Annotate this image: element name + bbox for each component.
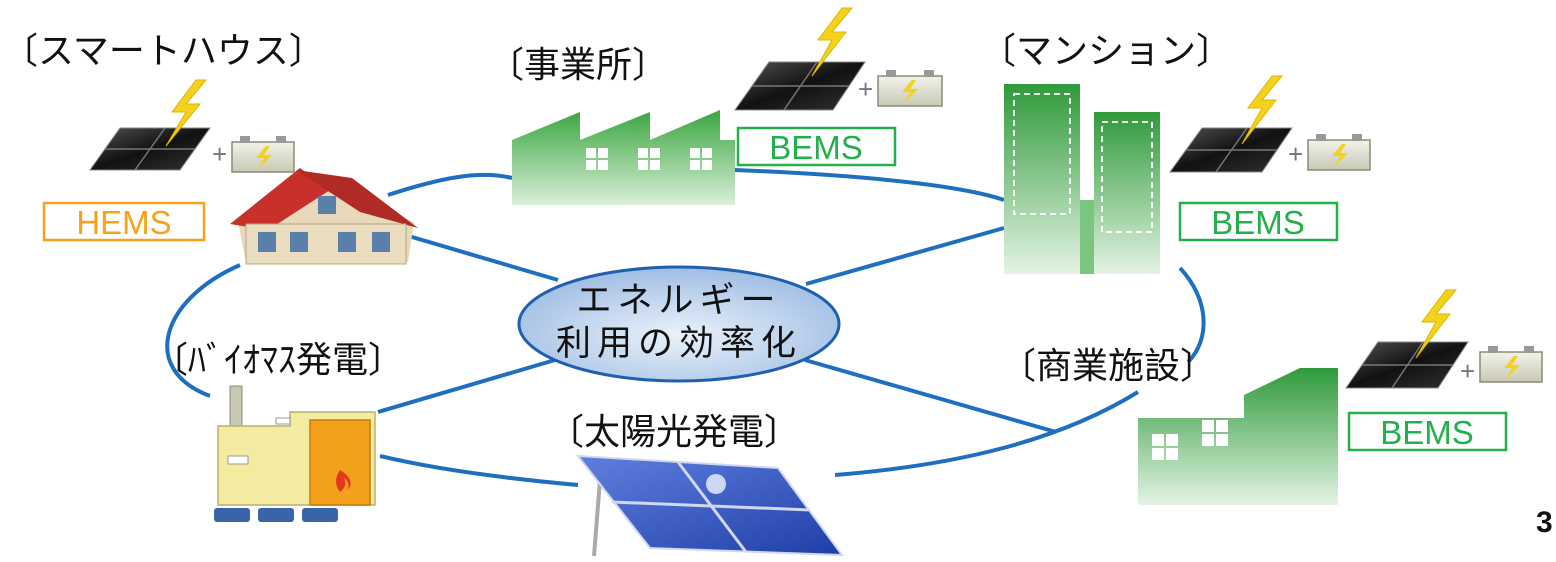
node-commercial: 〔商業施設〕 + BEMS	[1000, 289, 1543, 505]
ring-solar-biomass	[379, 454, 579, 487]
hems-text: HEMS	[76, 204, 171, 241]
plus-icon: +	[1460, 356, 1475, 386]
office-label: 〔事業所〕	[488, 45, 668, 86]
commercial-building-icon	[1138, 368, 1338, 505]
house-icon	[230, 168, 418, 265]
ring-office-mansion	[734, 168, 1005, 202]
mansion-bems-text: BEMS	[1211, 204, 1305, 241]
factory-icon	[512, 110, 735, 205]
solar-label: 〔太陽光発電〕	[548, 412, 800, 453]
factory-windows	[586, 148, 712, 170]
smart-house-label: 〔スマートハウス〕	[2, 31, 325, 72]
solar-panel-icon	[1169, 127, 1293, 173]
commercial-label: 〔商業施設〕	[1000, 346, 1216, 387]
plus-icon: +	[212, 139, 227, 169]
lightning-icon	[1415, 289, 1458, 359]
spoke-mansion	[805, 226, 1005, 286]
plus-icon: +	[1288, 139, 1303, 169]
spoke-biomass	[377, 358, 556, 414]
battery-icon	[1479, 346, 1543, 383]
lightning-icon	[811, 7, 854, 77]
mansion-label: 〔マンション〕	[980, 31, 1232, 72]
hems-badge: HEMS	[42, 201, 206, 242]
spoke-commercial	[804, 358, 1057, 434]
commercial-bems-text: BEMS	[1380, 414, 1474, 451]
node-smart-house: 〔スマートハウス〕 + HEMS	[2, 31, 418, 265]
center-ellipse	[517, 265, 841, 383]
solar-panel-icon	[1345, 341, 1469, 389]
lightning-icon	[1241, 75, 1284, 145]
battery-icon	[877, 70, 943, 107]
solar-panel-icon	[89, 127, 211, 171]
center-node: エネルギー 利用の効率化	[517, 265, 841, 383]
lightning-icon	[165, 79, 208, 147]
office-bems-text: BEMS	[769, 129, 863, 166]
node-biomass: 〔ﾊﾞｲｵﾏｽ発電〕	[152, 340, 404, 522]
battery-icon	[1307, 134, 1371, 171]
ring-commercial-solar	[834, 390, 1140, 477]
solar-panel-icon	[734, 61, 866, 111]
solar-farm-icon	[575, 454, 845, 557]
ring-mansion-commercial	[1178, 266, 1206, 364]
biomass-label: 〔ﾊﾞｲｵﾏｽ発電〕	[152, 340, 404, 381]
center-line-2: 利用の効率化	[556, 324, 802, 364]
plus-icon: +	[858, 74, 873, 104]
biomass-plant-icon	[214, 385, 376, 522]
spoke-house	[394, 230, 559, 282]
mansion-bems-badge: BEMS	[1178, 201, 1339, 242]
page-number: 3	[1536, 506, 1553, 539]
ring-house-office	[387, 172, 513, 197]
node-mansion: 〔マンション〕 + BEMS	[980, 31, 1371, 274]
connection-lines	[165, 168, 1206, 487]
tower-icon	[1004, 84, 1160, 274]
center-line-1: エネルギー	[576, 281, 781, 321]
commercial-bems-badge: BEMS	[1347, 411, 1508, 452]
node-solar: 〔太陽光発電〕	[548, 412, 845, 557]
office-bems-badge: BEMS	[736, 126, 897, 167]
battery-icon	[231, 136, 295, 173]
ring-biomass-house	[165, 263, 241, 398]
node-office: 〔事業所〕 + BEMS	[488, 7, 943, 205]
